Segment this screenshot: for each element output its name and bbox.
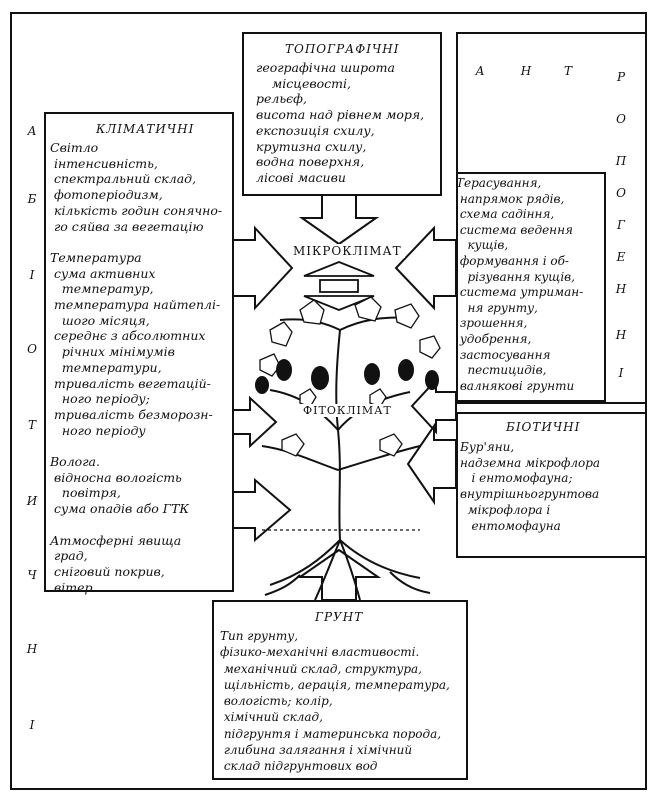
soil-text: Тип грунту, фізико-механічні властивості… (220, 629, 450, 774)
biotic-box (456, 412, 647, 558)
abiotic-letter-7: Ч (27, 568, 37, 582)
anthropogenic-side-letter-5: Г (617, 218, 625, 232)
topographic-box (242, 32, 442, 196)
anthropogenic-side-letter-1: Р (616, 70, 626, 84)
abiotic-letter-6: И (26, 494, 38, 508)
anthropogenic-side-letter-2: О (616, 112, 626, 126)
biotic-title: БІОТИЧНІ (506, 420, 581, 434)
arrow-from-anthropogenic-upper (394, 225, 457, 311)
abiotic-letter-3: І (29, 268, 35, 282)
soil-box (212, 600, 468, 780)
anthropogenic-letter-1: А (475, 64, 485, 78)
arrow-from-climatic-lower (232, 477, 292, 543)
anthropogenic-box (456, 172, 606, 402)
anthropogenic-side-letter-6: Е (616, 250, 626, 264)
abiotic-letter-8: Н (26, 642, 38, 656)
grape-clusters (255, 359, 439, 394)
arrow-from-soil (296, 548, 382, 601)
arrow-from-climatic-upper (232, 225, 294, 311)
arrow-from-topographic (298, 194, 380, 246)
biotic-text: Бур'яни, надземна мікрофлора і ентомофау… (460, 440, 601, 533)
abiotic-letter-4: О (27, 342, 37, 356)
microclimate-label: МІКРОКЛІМАТ (290, 244, 405, 258)
anthropogenic-side-letter-8: Н (615, 328, 627, 342)
anthropogenic-letter-3: Т (563, 64, 572, 78)
anthropogenic-side-letter-9: І (618, 366, 624, 380)
topographic-title: ТОПОГРАФІЧНІ (285, 42, 400, 56)
topographic-text: географічна широта місцевості, рельєф, в… (256, 60, 425, 185)
anthropogenic-side-letter-4: О (616, 186, 626, 200)
abiotic-letter-1: А (27, 124, 37, 138)
grapevine-leaves (259, 296, 441, 457)
phytoclimate-down-arrow (303, 295, 375, 311)
abiotic-letter-2: Б (27, 192, 37, 206)
microclimate-exchange-bar (319, 279, 359, 293)
arrow-from-climatic-mid (232, 395, 278, 449)
anthropogenic-side-letter-7: Н (615, 282, 627, 296)
climatic-box (44, 112, 234, 592)
anthropogenic-side-letter-3: П (615, 154, 627, 168)
arrow-from-anthropogenic-lower (410, 377, 457, 435)
anthropogenic-text: Терасування, напрямок рядів, схема садін… (456, 176, 584, 393)
microclimate-up-arrow (303, 261, 375, 277)
climatic-text: Світло інтенсивність, спектральний склад… (50, 140, 223, 595)
climatic-title: КЛІМАТИЧНІ (96, 122, 195, 136)
anthropogenic-letter-2: Н (520, 64, 532, 78)
soil-title: ГРУНТ (315, 610, 364, 624)
abiotic-letter-5: Т (27, 418, 36, 432)
arrow-from-biotic (406, 422, 457, 506)
phytoclimate-label: ФІТОКЛІМАТ (300, 404, 395, 417)
abiotic-letter-9: І (29, 718, 35, 732)
